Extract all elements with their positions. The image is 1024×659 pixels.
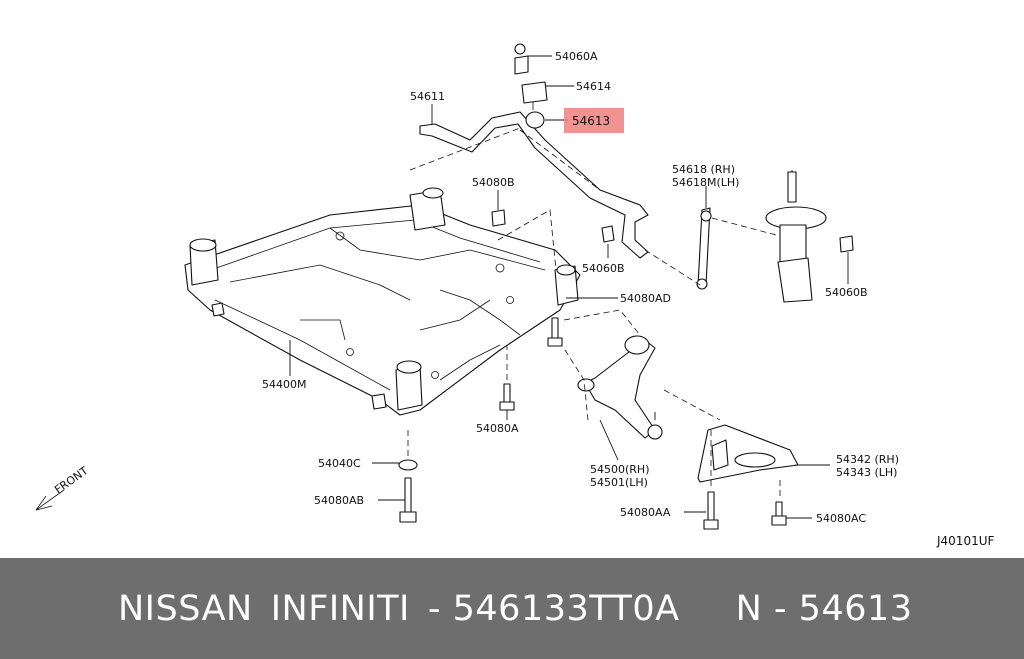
label-54614[interactable]: 54614 xyxy=(576,80,611,93)
bolts-illustration xyxy=(398,209,787,530)
label-54618m-lh[interactable]: 54618M(LH) xyxy=(672,176,739,189)
assembly-dashed-lines xyxy=(407,127,781,500)
diagram-code: J40101UF xyxy=(936,534,994,548)
label-54613[interactable]: 54613 xyxy=(572,114,610,128)
label-54080AB[interactable]: 54080AB xyxy=(314,494,364,507)
brand-nissan: NISSAN xyxy=(118,588,253,629)
label-54080AA[interactable]: 54080AA xyxy=(620,506,671,519)
label-54060A-top[interactable]: 54060A xyxy=(555,50,598,63)
label-54080AC[interactable]: 54080AC xyxy=(816,512,866,525)
front-crossmember-illustration xyxy=(184,187,581,416)
lower-arm-illustration xyxy=(577,335,663,440)
label-54080AD[interactable]: 54080AD xyxy=(620,292,671,305)
label-54060B-right[interactable]: 54060B xyxy=(825,286,868,299)
stabilizer-bar-illustration xyxy=(419,43,649,259)
front-label: FRONT xyxy=(52,464,90,496)
brand-infiniti: INFINITI xyxy=(270,588,410,629)
label-54080B[interactable]: 54080B xyxy=(472,176,515,189)
exploded-parts-diagram: FRONT 54060A 54614 54611 54613 54080B 54… xyxy=(35,43,994,548)
label-54080A[interactable]: 54080A xyxy=(476,422,519,435)
part-number: - 546133TT0A xyxy=(427,588,680,629)
strut-illustration xyxy=(696,170,854,303)
reference-number: N - 54613 xyxy=(735,588,913,629)
label-54343-lh[interactable]: 54343 (LH) xyxy=(836,466,897,479)
label-54501-lh[interactable]: 54501(LH) xyxy=(590,476,648,489)
front-direction-arrow: FRONT xyxy=(35,464,91,511)
bracket-illustration xyxy=(697,424,799,483)
label-54611[interactable]: 54611 xyxy=(410,90,445,103)
highlight-box xyxy=(564,108,624,133)
label-54060B-mid[interactable]: 54060B xyxy=(582,262,625,275)
footer-bar: NISSAN INFINITI - 546133TT0A N - 54613 xyxy=(0,558,1024,659)
label-54342-rh[interactable]: 54342 (RH) xyxy=(836,453,899,466)
label-54040C[interactable]: 54040C xyxy=(318,457,361,470)
label-54500-rh[interactable]: 54500(RH) xyxy=(590,463,650,476)
part-labels: 54060A 54614 54611 54613 54080B 54618 (R… xyxy=(262,50,994,548)
leader-lines xyxy=(289,55,849,519)
label-54400M[interactable]: 54400M xyxy=(262,378,306,391)
label-54618-rh[interactable]: 54618 (RH) xyxy=(672,163,735,176)
